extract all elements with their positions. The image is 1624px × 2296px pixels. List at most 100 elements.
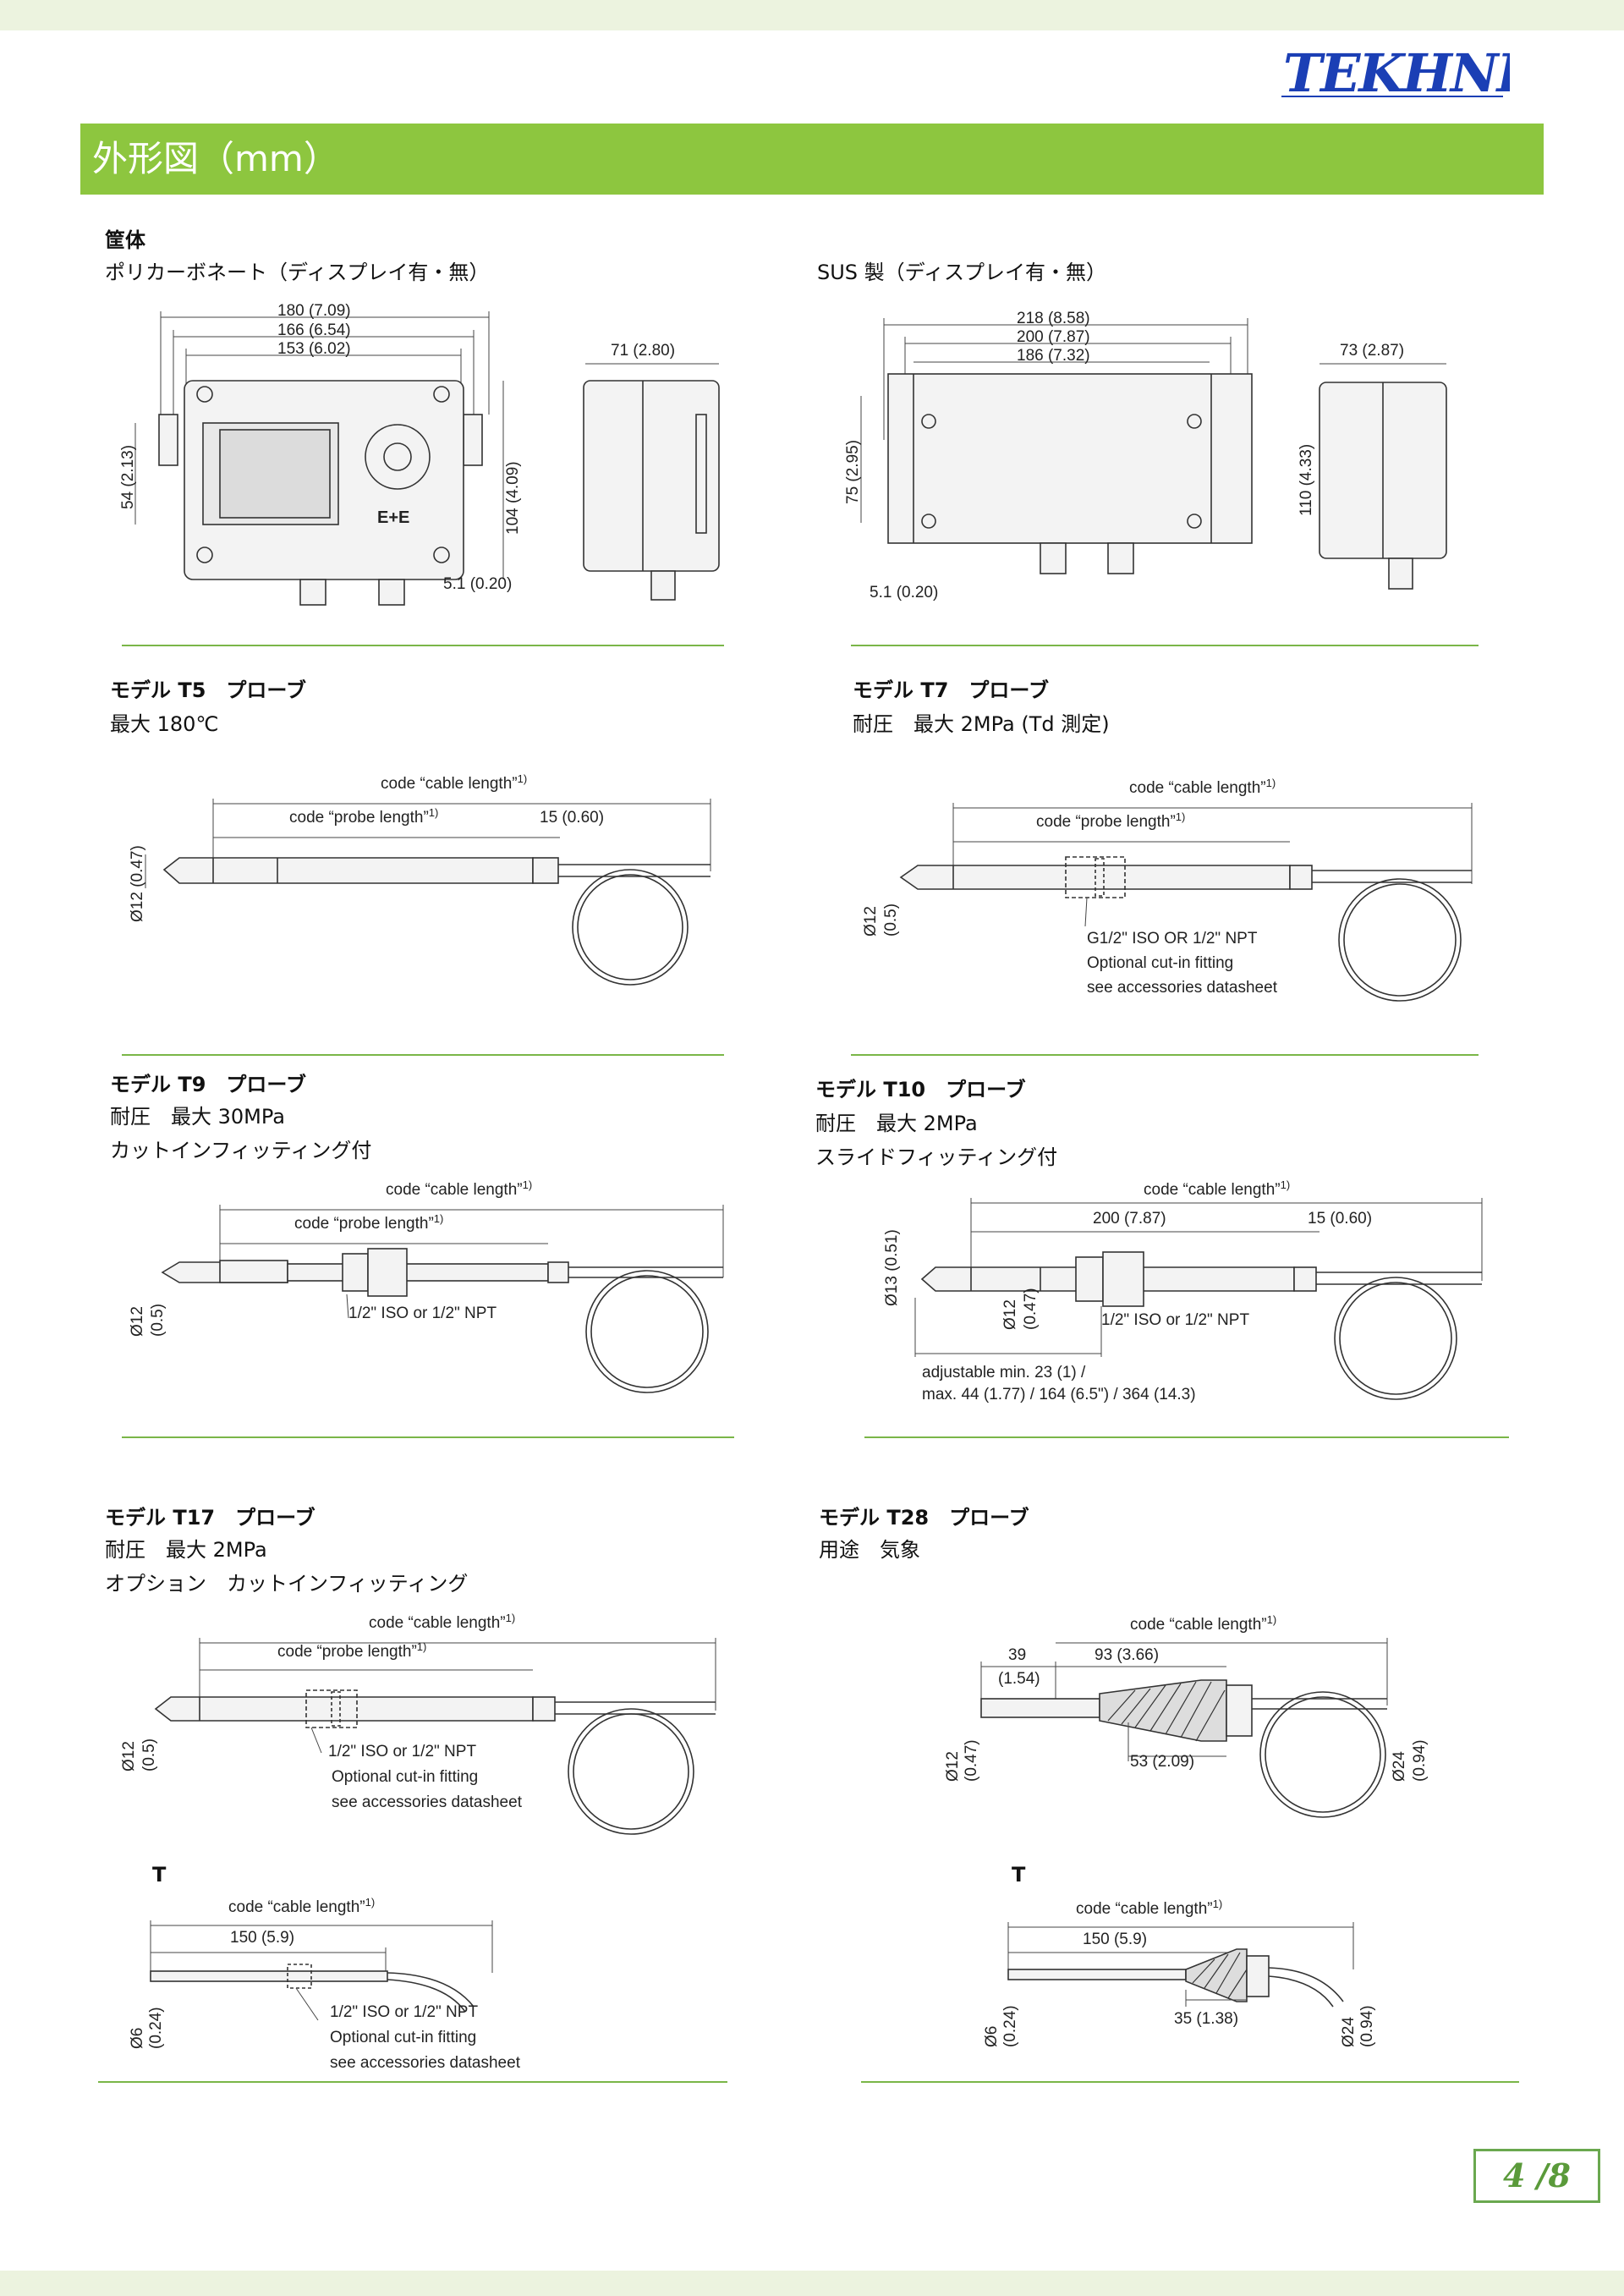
svg-text:(0.94): (0.94)	[1358, 2005, 1376, 2047]
svg-text:Ø6: Ø6	[983, 2026, 1001, 2047]
svg-text:code “cable length”1): code “cable length”1)	[1130, 1613, 1276, 1634]
svg-text:Ø12: Ø12	[1001, 1299, 1019, 1330]
svg-text:218 (8.58): 218 (8.58)	[1017, 310, 1090, 327]
section-header: 外形図（mm）	[80, 124, 1544, 195]
t28-desc1: 用途 気象	[819, 1538, 920, 1562]
t17t-probe-drawing: code “cable length”1) 150 (5.9) Ø6 (0.24…	[129, 1896, 521, 2073]
svg-text:code “probe length”1): code “probe length”1)	[289, 806, 438, 827]
svg-text:5.1 (0.20): 5.1 (0.20)	[443, 575, 512, 593]
t9-probe-drawing: code “cable length”1) code “probe length…	[129, 1178, 724, 1393]
svg-text:(0.24): (0.24)	[1001, 2005, 1019, 2047]
t9-title: モデル T9 プローブ	[110, 1073, 306, 1096]
t7-title: モデル T7 プローブ	[853, 678, 1049, 702]
t28-probe-drawing: code “cable length”1) 39 (1.54) 93 (3.66…	[944, 1613, 1429, 1818]
svg-text:Ø12: Ø12	[129, 1306, 146, 1337]
svg-text:see accessories datasheet: see accessories datasheet	[330, 2054, 521, 2072]
svg-text:53 (2.09): 53 (2.09)	[1130, 1753, 1194, 1771]
t7-probe-drawing: code “cable length”1) code “probe length…	[862, 777, 1473, 1002]
svg-text:E+E: E+E	[377, 508, 409, 527]
t28-title: モデル T28 プローブ	[819, 1506, 1029, 1530]
svg-text:Ø12: Ø12	[862, 906, 880, 937]
pc-housing-title: ポリカーボネート（ディスプレイ有・無）	[105, 261, 490, 284]
housing-label: 筐体	[105, 228, 145, 252]
svg-text:Optional cut-in fitting: Optional cut-in fitting	[1087, 954, 1233, 972]
t17-desc1: 耐圧 最大 2MPa	[105, 1538, 267, 1562]
svg-text:1/2" ISO or 1/2" NPT: 1/2" ISO or 1/2" NPT	[330, 2003, 478, 2021]
svg-text:5.1 (0.20): 5.1 (0.20)	[870, 584, 938, 601]
svg-text:(1.54): (1.54)	[998, 1670, 1040, 1688]
t5-title: モデル T5 プローブ	[110, 678, 306, 702]
svg-text:see accessories datasheet: see accessories datasheet	[1087, 979, 1278, 997]
svg-text:200 (7.87): 200 (7.87)	[1093, 1210, 1166, 1228]
t28t-label: T	[1012, 1863, 1026, 1887]
sus-housing-side-drawing: 73 (2.87) 110 (4.33)	[1298, 342, 1447, 590]
divider	[122, 645, 724, 646]
svg-text:35 (1.38): 35 (1.38)	[1174, 2010, 1238, 2028]
t5-desc: 最大 180℃	[110, 712, 219, 736]
svg-text:code “cable length”1): code “cable length”1)	[228, 1896, 375, 1917]
t10-probe-drawing: code “cable length”1) 200 (7.87) 15 (0.6…	[883, 1178, 1483, 1403]
svg-text:(0.5): (0.5)	[882, 904, 900, 937]
t17-probe-drawing: code “cable length”1) code “probe length…	[120, 1612, 716, 1835]
svg-text:code “probe length”1): code “probe length”1)	[277, 1640, 426, 1662]
svg-text:code “probe length”1): code “probe length”1)	[294, 1212, 443, 1233]
sus-housing-title: SUS 製（ディスプレイ有・無）	[817, 261, 1106, 284]
svg-text:Ø12 (0.47): Ø12 (0.47)	[129, 845, 146, 922]
svg-text:104 (4.09): 104 (4.09)	[504, 461, 522, 535]
tekhne-logo: TEKHNE	[1281, 42, 1510, 102]
svg-text:Optional cut-in fitting: Optional cut-in fitting	[332, 1768, 478, 1786]
t5-probe-drawing: code “cable length”1) code “probe length…	[129, 772, 711, 986]
svg-text:code “cable length”1): code “cable length”1)	[369, 1612, 515, 1633]
svg-text:TEKHNE: TEKHNE	[1283, 42, 1510, 102]
t7-desc: 耐圧 最大 2MPa (Td 測定)	[853, 712, 1110, 736]
svg-text:15 (0.60): 15 (0.60)	[540, 809, 604, 827]
svg-text:186 (7.32): 186 (7.32)	[1017, 347, 1090, 365]
t17-title: モデル T17 プローブ	[105, 1506, 315, 1530]
svg-text:code “cable length”1): code “cable length”1)	[386, 1178, 532, 1200]
svg-text:93 (3.66): 93 (3.66)	[1095, 1646, 1159, 1664]
svg-text:(0.94): (0.94)	[1411, 1739, 1429, 1782]
divider	[122, 1436, 734, 1438]
svg-text:Ø24: Ø24	[1340, 2017, 1358, 2047]
svg-text:73 (2.87): 73 (2.87)	[1340, 342, 1404, 360]
svg-text:code “cable length”1): code “cable length”1)	[381, 772, 527, 794]
pc-housing-front-drawing: 180 (7.09) 166 (6.54) 153 (6.02) E+E 54 …	[119, 302, 522, 606]
svg-text:153 (6.02): 153 (6.02)	[277, 340, 351, 358]
svg-text:code “cable length”1): code “cable length”1)	[1129, 777, 1276, 798]
svg-text:1/2" ISO or 1/2" NPT: 1/2" ISO or 1/2" NPT	[328, 1743, 476, 1760]
svg-text:(0.47): (0.47)	[963, 1739, 980, 1782]
svg-text:15 (0.60): 15 (0.60)	[1308, 1210, 1372, 1228]
t10-title: モデル T10 プローブ	[815, 1078, 1026, 1101]
svg-text:54 (2.13): 54 (2.13)	[119, 445, 137, 509]
svg-text:code “cable length”1): code “cable length”1)	[1144, 1178, 1290, 1200]
svg-text:Ø13 (0.51): Ø13 (0.51)	[883, 1229, 901, 1306]
section-title: 外形図（mm）	[92, 138, 339, 179]
t10-desc1: 耐圧 最大 2MPa	[815, 1112, 978, 1135]
svg-text:75 (2.95): 75 (2.95)	[844, 440, 862, 504]
svg-text:(0.24): (0.24)	[147, 2007, 165, 2049]
t28t-probe-drawing: code “cable length”1) 150 (5.9) 35 (1.38…	[983, 1898, 1376, 2048]
svg-text:Optional cut-in fitting: Optional cut-in fitting	[330, 2029, 476, 2046]
svg-text:code “cable length”1): code “cable length”1)	[1076, 1898, 1222, 1919]
t9-desc2: カットインフィッティング付	[110, 1139, 372, 1162]
sus-housing-front-drawing: 218 (8.58) 200 (7.87) 186 (7.32) 75 (2.9…	[844, 310, 1253, 601]
divider	[864, 1436, 1509, 1438]
divider	[122, 1054, 724, 1056]
svg-text:(0.47): (0.47)	[1022, 1288, 1040, 1330]
svg-text:200 (7.87): 200 (7.87)	[1017, 328, 1090, 346]
svg-text:(0.5): (0.5)	[140, 1738, 158, 1771]
svg-text:1/2" ISO or 1/2" NPT: 1/2" ISO or 1/2" NPT	[1101, 1311, 1249, 1329]
svg-text:180 (7.09): 180 (7.09)	[277, 302, 351, 320]
svg-text:Ø12: Ø12	[944, 1751, 962, 1782]
svg-text:Ø6: Ø6	[129, 2028, 146, 2049]
svg-text:max. 44 (1.77) / 164 (6.5") /: max. 44 (1.77) / 164 (6.5") / 364 (14.3)	[922, 1386, 1196, 1403]
svg-text:code “probe length”1): code “probe length”1)	[1036, 810, 1185, 832]
bottom-band	[0, 2271, 1624, 2296]
svg-text:see accessories datasheet: see accessories datasheet	[332, 1793, 523, 1811]
divider	[851, 645, 1479, 646]
svg-text:G1/2" ISO OR 1/2" NPT: G1/2" ISO OR 1/2" NPT	[1087, 930, 1258, 948]
top-band	[0, 0, 1624, 30]
svg-text:1/2" ISO or 1/2" NPT: 1/2" ISO or 1/2" NPT	[348, 1305, 497, 1322]
t10-desc2: スライドフィッティング付	[815, 1145, 1058, 1169]
svg-text:71 (2.80): 71 (2.80)	[611, 342, 675, 360]
